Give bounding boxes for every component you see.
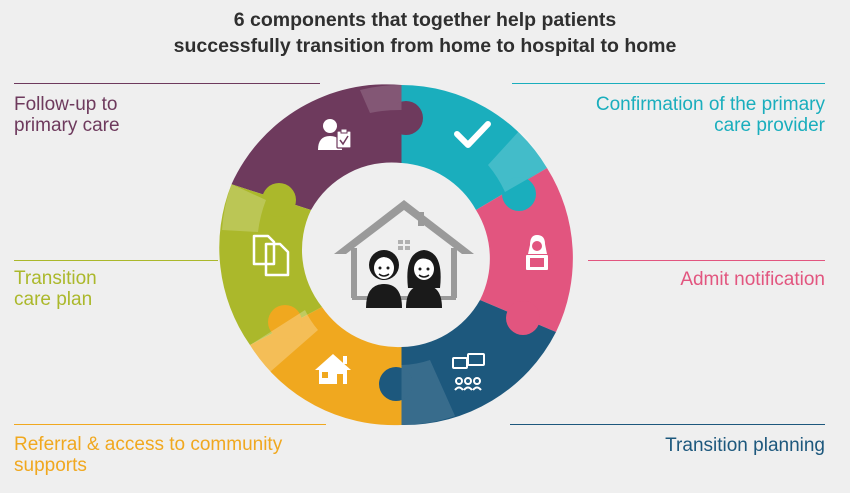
label-confirmation-line2: care provider	[714, 115, 825, 136]
label-referral-line1: Referral & access to community	[14, 434, 283, 455]
leader-line-follow-up	[14, 83, 320, 84]
highlight-planning	[401, 360, 455, 425]
label-follow-up: Follow-up to primary care	[14, 94, 120, 136]
label-planning-line1: Transition planning	[665, 435, 825, 456]
leader-line-confirmation	[512, 83, 825, 84]
label-care-plan-line2: care plan	[14, 289, 93, 310]
chat-people-icon	[452, 353, 485, 391]
leader-line-admit	[588, 260, 825, 261]
title-line-2: successfully transition from home to hos…	[173, 35, 677, 57]
segment-confirmation	[401, 85, 547, 210]
knob-care-plan	[262, 183, 296, 217]
doctor-clipboard-icon	[318, 119, 352, 150]
title-line-1: 6 components that together help patients	[233, 9, 617, 31]
label-referral: Referral & access to community supports	[14, 434, 282, 476]
segment-admit	[476, 168, 573, 332]
home-family-icon	[334, 200, 474, 308]
label-planning: Transition planning	[665, 435, 825, 456]
leader-line-care-plan	[14, 260, 218, 261]
highlight-referral	[250, 310, 318, 372]
label-admit: Admit notification	[680, 269, 825, 290]
knob-referral	[268, 305, 302, 339]
highlight-confirmation	[488, 130, 547, 192]
label-confirmation-line1: Confirmation of the primary	[595, 94, 825, 115]
knob-planning	[379, 367, 413, 401]
person-laptop-icon	[526, 235, 548, 270]
page-title: 6 components that together help patients…	[0, 7, 850, 59]
label-care-plan-line1: Transition	[14, 268, 97, 289]
checkmark-icon	[454, 121, 491, 148]
label-confirmation: Confirmation of the primary care provide…	[596, 94, 825, 136]
label-care-plan: Transition care plan	[14, 268, 97, 310]
highlight-care-plan	[222, 184, 266, 232]
label-referral-line2: supports	[14, 455, 87, 476]
house-icon	[315, 354, 351, 384]
knob-follow-up	[389, 101, 423, 135]
knob-confirmation	[502, 177, 536, 211]
label-admit-line1: Admit notification	[680, 269, 825, 290]
label-follow-up-line2: primary care	[14, 115, 120, 136]
segment-follow-up	[231, 84, 402, 210]
label-follow-up-line1: Follow-up to	[14, 94, 118, 115]
leader-line-planning	[510, 424, 825, 425]
knob-admit	[506, 301, 540, 335]
documents-icon	[252, 234, 290, 277]
highlight-follow-up	[360, 84, 402, 113]
leader-line-referral	[14, 424, 326, 425]
